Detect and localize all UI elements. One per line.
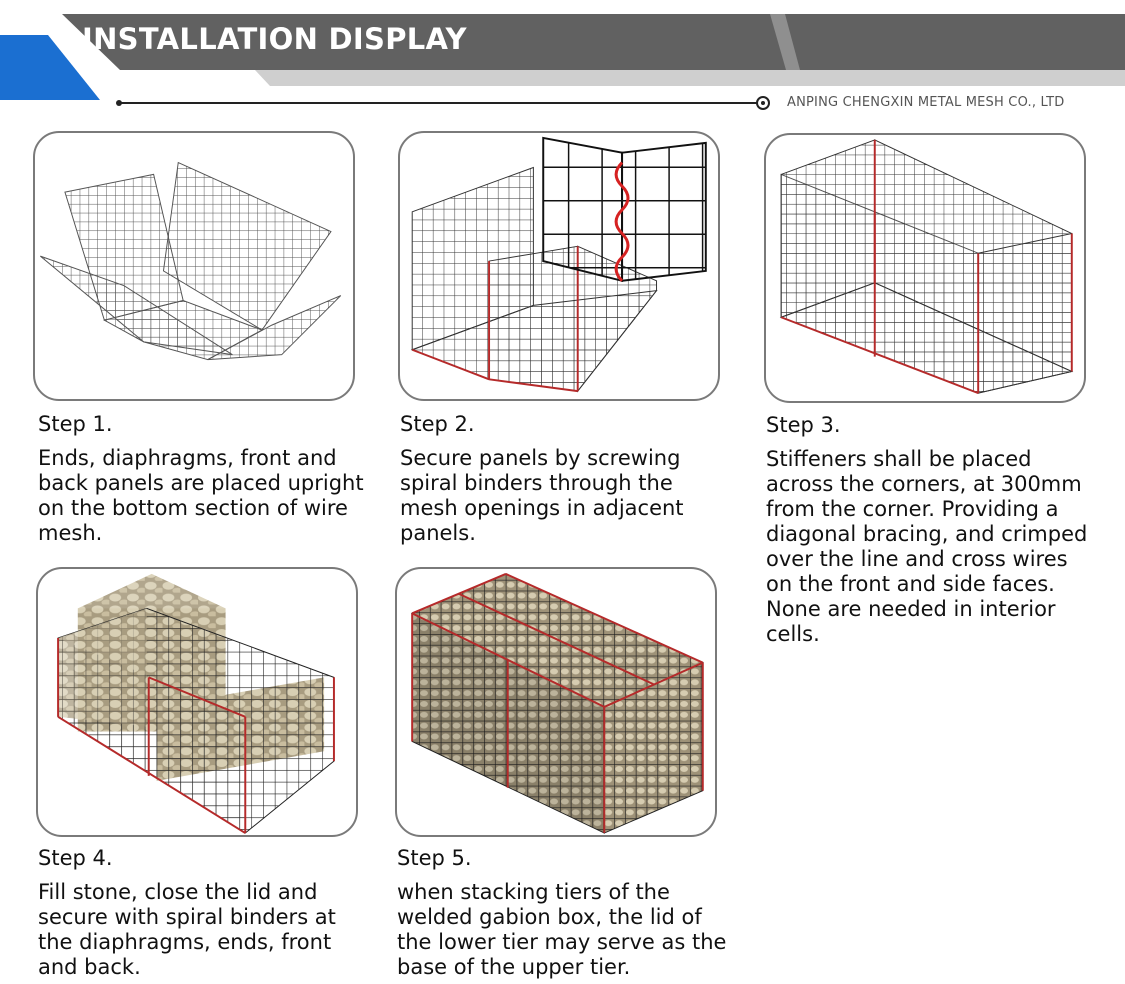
company-name: ANPING CHENGXIN METAL MESH CO., LTD <box>787 95 1065 110</box>
step-5-description: when stacking tiers of the welded gabion… <box>397 880 727 980</box>
step-5-image <box>395 567 717 837</box>
step-3-title: Step 3. <box>766 413 841 437</box>
spiral-binder-illustration <box>400 133 718 399</box>
step-4-image <box>36 567 358 837</box>
step-1-title: Step 1. <box>38 412 113 436</box>
target-circle-icon <box>756 96 770 110</box>
stone-filled-open-gabion-illustration <box>38 569 356 835</box>
step-3-image <box>764 133 1086 403</box>
step-1-image <box>33 131 355 401</box>
unfolded-mesh-illustration <box>35 133 353 399</box>
step-3-description: Stiffeners shall be placed across the co… <box>766 447 1096 647</box>
step-1-description: Ends, diaphragms, front and back panels … <box>38 446 368 546</box>
step-4-title: Step 4. <box>38 846 113 870</box>
divider-line <box>118 102 758 104</box>
header-banner: INSTALLATION DISPLAY <box>0 0 1125 100</box>
step-5-title: Step 5. <box>397 846 472 870</box>
step-2-image <box>398 131 720 401</box>
step-2-title: Step 2. <box>400 412 475 436</box>
page-title: INSTALLATION DISPLAY <box>82 22 467 56</box>
step-2-description: Secure panels by screwing spiral binders… <box>400 446 730 546</box>
closed-gabion-illustration <box>397 569 715 835</box>
step-4-description: Fill stone, close the lid and secure wit… <box>38 880 368 980</box>
assembled-gabion-illustration <box>766 135 1084 401</box>
